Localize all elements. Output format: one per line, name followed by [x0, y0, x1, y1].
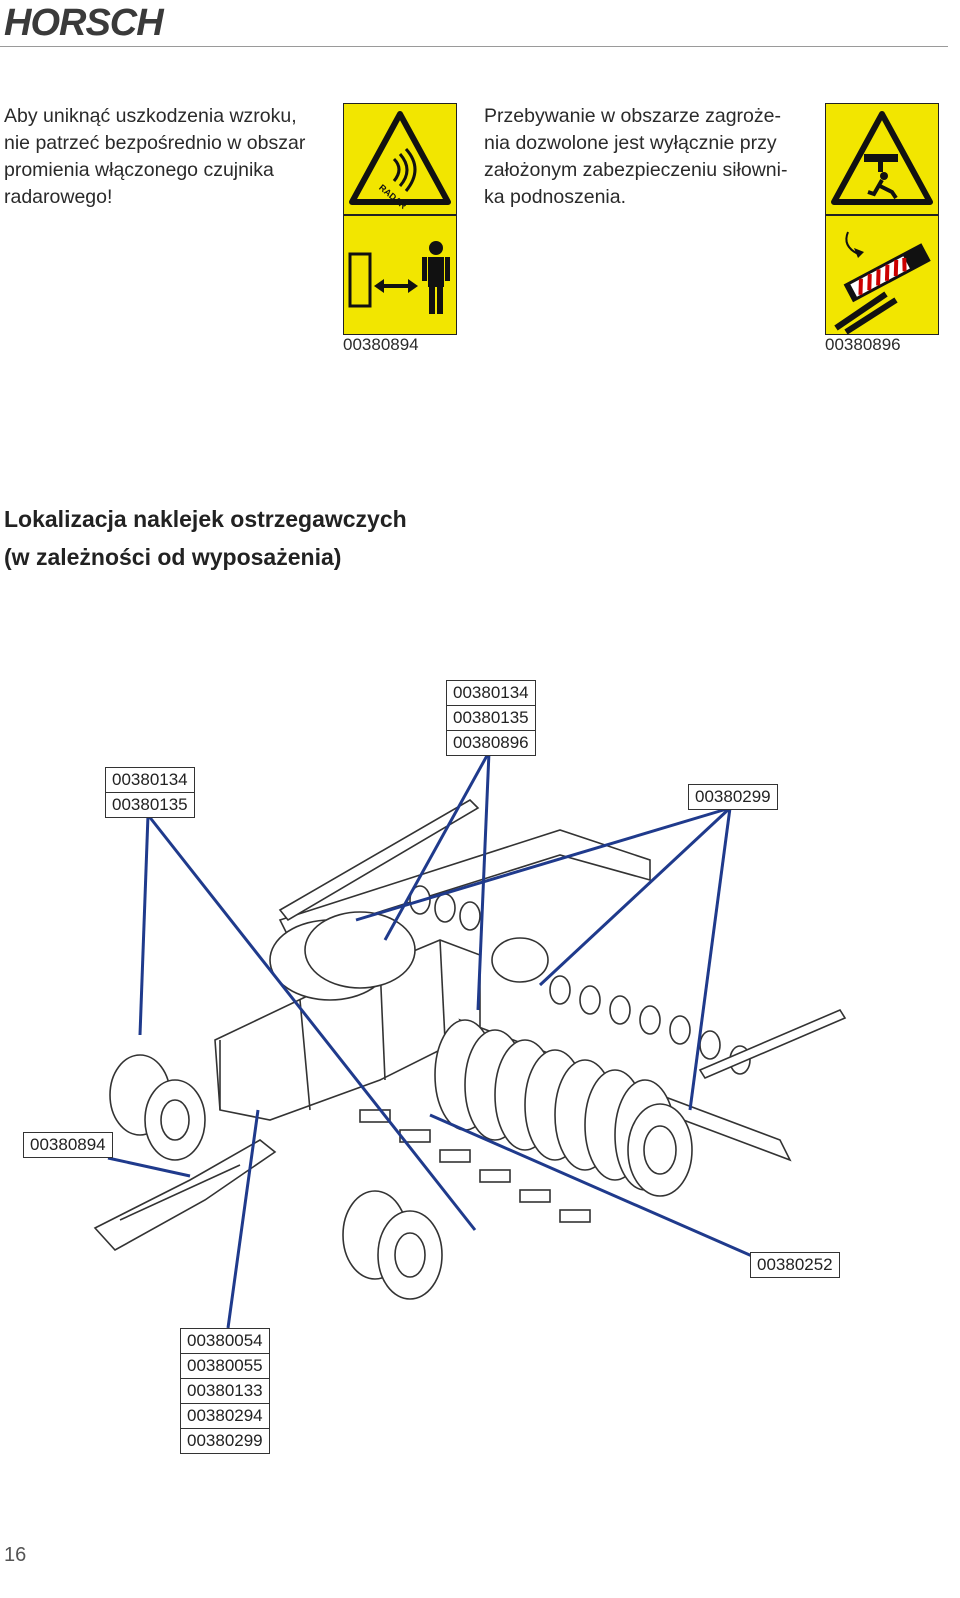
- leader-line: [383, 751, 491, 941]
- label-box-top-left: 00380134 00380135: [105, 767, 195, 818]
- warning-radar-line: nie patrzeć bezpośrednio w obszar: [4, 132, 306, 154]
- label-code: 00380299: [187, 1431, 263, 1450]
- label-code: 00380134: [447, 681, 535, 706]
- warning-radar-line: Aby uniknąć uszkodzenia wzroku,: [4, 105, 297, 127]
- label-box-bottom-center: 00380054 00380055 00380133 00380294 0038…: [180, 1328, 270, 1454]
- radar-warning-sticker: RADAR: [343, 103, 457, 335]
- label-code: 00380252: [757, 1255, 833, 1274]
- leader-line: [146, 814, 477, 1231]
- label-code: 00380299: [695, 787, 771, 806]
- crush-hazard-icon: [831, 111, 933, 334]
- warning-radar-line: promienia włączonego czujnika: [4, 159, 274, 181]
- section-heading-line: (w zależności od wyposażenia): [4, 544, 342, 570]
- label-code: 00380054: [181, 1329, 269, 1354]
- label-code: 00380294: [181, 1404, 269, 1429]
- leader-line: [538, 806, 732, 987]
- leader-line: [226, 1109, 260, 1329]
- label-box-top-center: 00380134 00380135 00380896: [446, 680, 536, 756]
- leader-line: [138, 814, 150, 1036]
- header-rule: [0, 46, 948, 47]
- label-code: 00380135: [447, 706, 535, 731]
- warning-lift-line: ka podnoszenia.: [484, 186, 627, 208]
- label-code: 00380894: [30, 1135, 106, 1154]
- radar-sticker-code: 00380894: [343, 335, 419, 354]
- label-code: 00380135: [112, 795, 188, 814]
- warning-lift-line: Przebywanie w obszarze zagroże-: [484, 105, 781, 127]
- section-heading-line: Lokalizacja naklejek ostrzegawczych: [4, 506, 407, 532]
- warning-lift-text: Przebywanie w obszarze zagroże- nia dozw…: [484, 103, 824, 211]
- brand-logo: HORSCH: [4, 2, 164, 44]
- label-box-top-right: 00380299: [688, 784, 778, 810]
- leader-line: [429, 1113, 753, 1258]
- label-code: 00380896: [453, 733, 529, 752]
- leader-line: [355, 806, 731, 922]
- section-heading: Lokalizacja naklejek ostrzegawczych (w z…: [4, 500, 407, 576]
- label-code: 00380133: [181, 1379, 269, 1404]
- label-code: 00380055: [181, 1354, 269, 1379]
- warning-radar-text: Aby uniknąć uszkodzenia wzroku, nie patr…: [4, 103, 344, 211]
- leader-line: [688, 807, 732, 1111]
- radar-warning-icon: RADAR: [348, 111, 451, 314]
- lift-cylinder-warning-sticker: [825, 103, 939, 335]
- label-code: 00380134: [106, 768, 194, 793]
- label-box-bottom-right: 00380252: [750, 1252, 840, 1278]
- warning-lift-line: nia dozwolone jest wyłącznie przy: [484, 132, 777, 154]
- page-number: 16: [4, 1544, 27, 1566]
- lift-sticker-code: 00380896: [825, 335, 901, 354]
- label-box-mid-left: 00380894: [23, 1132, 113, 1158]
- warning-radar-line: radarowego!: [4, 186, 113, 208]
- leader-line: [107, 1156, 191, 1178]
- warning-lift-line: założonym zabezpieczeniu siłowni-: [484, 159, 788, 181]
